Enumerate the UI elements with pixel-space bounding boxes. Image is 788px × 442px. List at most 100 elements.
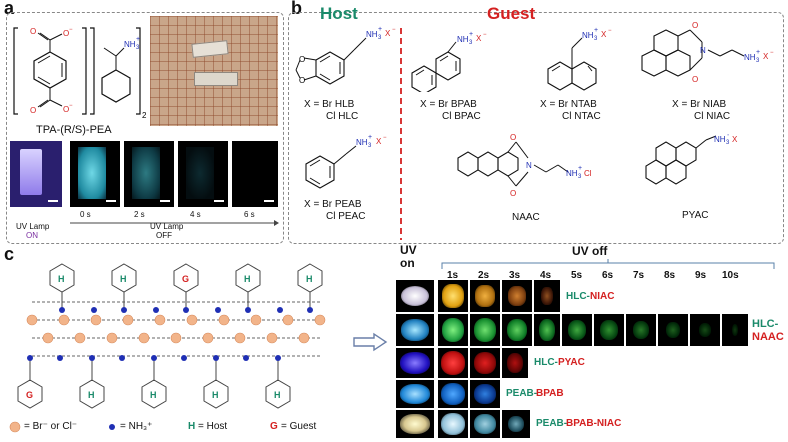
svg-text:O: O [692,75,698,84]
row3-3s [502,348,528,378]
svg-text:O: O [299,76,305,85]
row5-host: PEAB- [536,418,568,429]
svg-text:H: H [88,390,95,400]
svg-text:G: G [26,390,33,400]
svg-text:+: + [578,165,582,172]
naac-label: NAAC [512,212,540,223]
nh3-legend-icon [109,424,115,430]
row4-2s [470,380,500,408]
row3-host: HLC- [534,357,558,368]
svg-text:+: + [726,134,730,138]
t-2s: 2s [478,270,490,281]
svg-text:X: X [385,29,391,38]
svg-text:+: + [756,49,760,56]
crystal-1 [191,40,229,58]
svg-text:NH: NH [566,169,578,178]
crystal-2 [194,72,238,86]
svg-text:NH: NH [744,53,756,62]
panel-label-b: b [291,0,302,18]
svg-text:O: O [510,133,516,142]
panel-label-a: a [4,0,15,18]
t-1s: 1s [447,270,459,281]
svg-text:H: H [58,274,65,284]
row2-guest: NAAC [752,331,784,343]
svg-text:−: − [383,135,387,141]
svg-text:O: O [63,105,69,114]
svg-text:X: X [601,30,607,39]
panel-label-c: c [4,244,15,264]
time-4s: 4 s [190,210,201,219]
row3-2s [470,348,500,378]
uv-off-bracket [441,259,775,269]
row2-10s [722,314,748,346]
row2-host: HLC- [752,318,779,330]
svg-text:H: H [244,274,251,284]
svg-text:+: + [368,134,372,141]
row2-on [396,314,434,346]
svg-text:3: 3 [578,174,582,180]
panel-b-frame [288,12,784,244]
row5-2s [470,410,500,438]
svg-text:NH: NH [582,31,594,40]
time-arrow [70,220,279,226]
row3-guest: PYAC [558,357,585,368]
t-9s: 9s [695,270,707,281]
uv-off-label: UV Lamp [150,222,184,231]
svg-text:3: 3 [594,36,598,42]
svg-text:−: − [392,27,396,33]
svg-text:Cl: Cl [584,169,592,178]
t-4s: 4s [540,270,552,281]
svg-text:X: X [763,52,769,61]
svg-text:−: − [770,50,774,56]
t-5s: 5s [571,270,583,281]
niab-cl: Cl NIAC [694,111,731,122]
uv-on-caption: UV on [400,243,417,270]
row2-1s [438,314,468,346]
nh3-legend-text: = NH₃⁺ [120,421,153,432]
svg-text:−: − [69,103,73,109]
pyac-structure: NH 3 + X [645,134,738,185]
photo-2s [124,141,174,207]
peab-cl: Cl PEAC [326,211,366,222]
row1-on [396,280,434,312]
svg-text:3: 3 [756,58,760,64]
svg-text:NH: NH [124,40,136,49]
row4-guest: BPAB [536,388,564,399]
host-title: Host [320,4,358,23]
svg-text:X: X [732,135,738,144]
uv-on-label: UV Lamp [16,222,50,231]
host-guest-lattice: H H G H H G H H H H [17,263,326,409]
peab-structure: NH 3 + X − [305,134,387,189]
svg-text:H: H [274,390,281,400]
t-10s: 10s [722,270,739,281]
row3-on [396,348,434,378]
row5-1s [438,410,468,438]
svg-text:O: O [692,22,698,30]
svg-text:3: 3 [726,140,730,146]
svg-text:X: X [476,34,482,43]
uv-on-state: ON [26,231,38,240]
t-6s: 6s [602,270,614,281]
host-legend-letter: H [188,421,196,432]
svg-text:H: H [212,390,219,400]
svg-text:H: H [150,390,157,400]
row4-host: PEAB- [506,388,538,399]
photo-6s [232,141,278,207]
halide-legend-icon [9,421,21,433]
tpa-pea-structure: O O − O O − NH 3 + 2 [13,27,147,120]
svg-text:+: + [378,26,382,33]
naac-structure: O O N NH 3 + Cl [457,133,592,198]
pyac-label: PYAC [682,210,709,221]
hlb-cl: Cl HLC [326,111,359,122]
guest-legend-text: = Guest [281,421,317,432]
svg-text:+: + [594,27,598,34]
svg-text:NH: NH [366,30,378,39]
uv-off-caption: UV off [572,244,608,258]
niab-br: X = Br NIAB [672,99,727,110]
row2-3s [502,314,532,346]
svg-text:NH: NH [457,35,469,44]
guest-title: Guest [487,4,536,23]
svg-text:3: 3 [136,45,140,51]
svg-text:3: 3 [368,143,372,149]
svg-text:O: O [30,27,36,36]
